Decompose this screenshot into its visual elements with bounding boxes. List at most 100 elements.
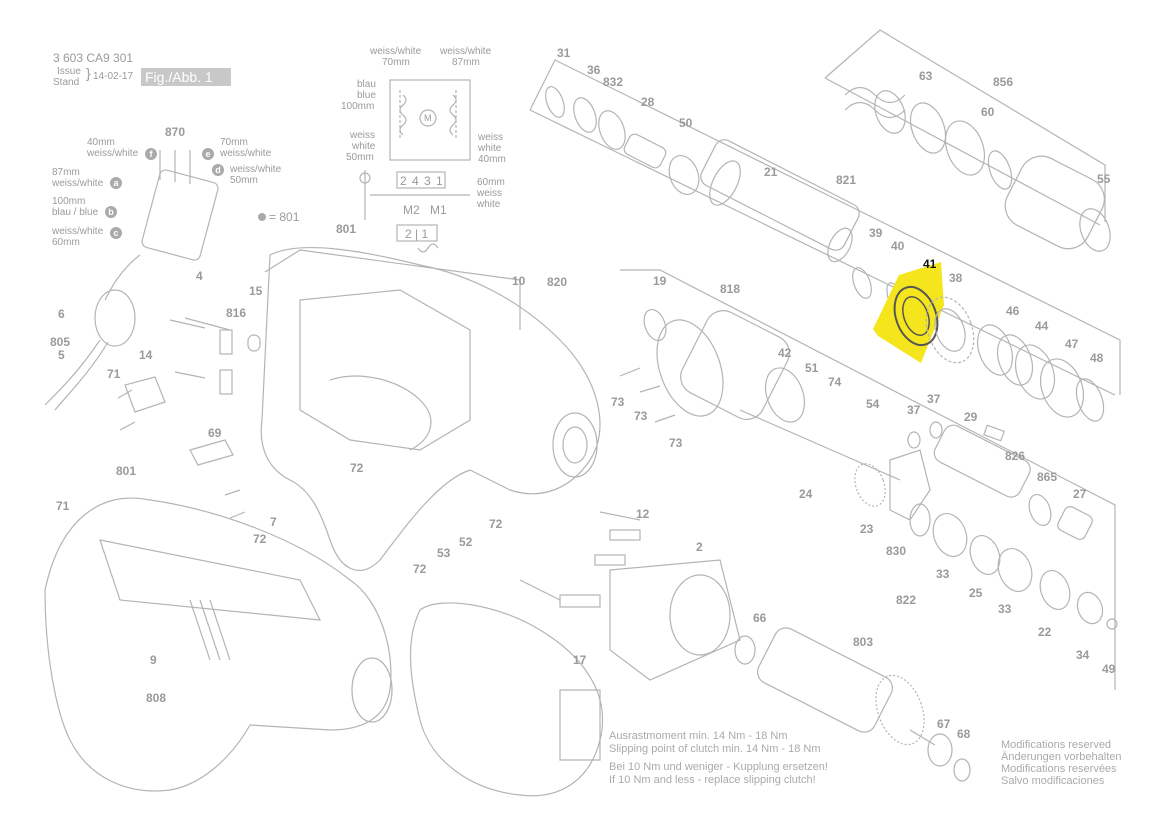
switch-wire-label: 70mm — [220, 137, 248, 148]
switch-wire-label: weiss/white — [220, 148, 272, 159]
wire-label: weiss — [477, 188, 503, 199]
part-number: 73 — [611, 395, 625, 409]
frame-chuck-bottom — [824, 77, 1101, 226]
part-number: 54 — [866, 397, 880, 411]
part-number: 74 — [828, 375, 842, 389]
part-number: 52 — [459, 535, 473, 549]
part-number: 818 — [720, 282, 741, 296]
terminal-numbers: 2 4 3 1 — [400, 174, 444, 188]
part-number: 826 — [1005, 449, 1026, 463]
issue-date: 14-02-17 — [93, 71, 134, 82]
wire-label: 100mm — [341, 101, 375, 112]
modifications-de: Änderungen vorbehalten — [1001, 751, 1122, 763]
circle-e: e — [202, 148, 214, 160]
wire-label: 50mm — [346, 152, 374, 163]
part-number: 39 — [869, 226, 883, 240]
part-number: 71 — [107, 367, 121, 381]
clutch-note-de-2: Bei 10 Nm und weniger - Kupplung ersetze… — [609, 761, 828, 773]
main-housing-801 — [260, 247, 601, 571]
part-number: 73 — [669, 436, 683, 450]
screws — [117, 317, 676, 519]
modifications-es: Salvo modificaciones — [1001, 775, 1105, 787]
part-41-ring — [893, 285, 939, 347]
part-number: 856 — [993, 75, 1014, 89]
lower-shaft-parts — [907, 421, 1118, 630]
circle-d-wrap: d — [210, 163, 226, 176]
brush-holder-parts — [519, 511, 641, 608]
part-number: 17 — [573, 653, 587, 667]
part-number: 33 — [998, 602, 1012, 616]
part-number: 15 — [249, 284, 263, 298]
lower-housing-801 — [44, 497, 393, 792]
part-number: 72 — [350, 461, 364, 475]
wire-label: white — [352, 141, 376, 152]
issue-label: Issue — [57, 66, 81, 77]
part-number: 865 — [1037, 470, 1058, 484]
wire-label: white — [478, 143, 502, 154]
clips — [124, 329, 261, 466]
switch-wire-label: weiss/white — [230, 164, 282, 175]
part-number: 69 — [208, 426, 222, 440]
part-number: 36 — [587, 63, 601, 77]
switch-wire-label: 87mm — [52, 167, 80, 178]
part-number: 67 — [937, 717, 951, 731]
part-number: 42 — [778, 346, 792, 360]
wire-label: weiss — [478, 132, 504, 143]
part-number: 822 — [896, 593, 917, 607]
switch-4 — [141, 150, 219, 261]
switch-wire-label: 60mm — [52, 237, 80, 248]
modifications-fr: Modifications reservées — [1001, 763, 1117, 775]
part-number: 7 — [270, 515, 277, 529]
switch-wire-label: weiss/white — [52, 226, 104, 237]
wire-label: 70mm — [382, 57, 410, 68]
part-number: 9 — [150, 653, 157, 667]
wire-label: blue — [357, 90, 376, 101]
part-number: 66 — [753, 611, 767, 625]
wire-label: weiss/white — [370, 46, 422, 57]
part-number: 37 — [927, 392, 941, 406]
part-number: 808 — [146, 691, 167, 705]
highlight-part-41 — [873, 262, 944, 363]
part-number: 816 — [226, 306, 247, 320]
clutch-note-en-1: Slipping point of clutch min. 14 Nm - 18… — [609, 743, 821, 755]
part-number: 803 — [853, 635, 874, 649]
chuck-parts — [844, 86, 1111, 252]
circle-a: a — [110, 177, 122, 189]
part-number: 25 — [969, 586, 983, 600]
part-number: 40 — [891, 239, 905, 253]
circle-f-wrap: f — [143, 147, 159, 160]
part-number: 14 — [139, 348, 153, 362]
part-number: 44 — [1035, 319, 1049, 333]
part-number: 19 — [653, 274, 667, 288]
part-number: 2 — [696, 540, 703, 554]
circle-c-wrap: c — [108, 226, 124, 239]
stator-2 — [609, 559, 741, 681]
legend-801: = 801 — [258, 211, 299, 223]
circle-a-wrap: a — [108, 176, 124, 189]
part-number: 49 — [1102, 662, 1116, 676]
switch-wire-label: blau / blue — [52, 207, 99, 218]
spring-rings-46-48 — [976, 324, 1105, 422]
part-number: 27 — [1073, 487, 1087, 501]
issue-brace: } — [86, 65, 91, 81]
part-number: 820 — [547, 275, 568, 289]
stand-label: Stand — [53, 77, 80, 88]
part-number: 37 — [907, 403, 921, 417]
part-number: 801 — [336, 222, 357, 236]
part-number: 34 — [1076, 648, 1090, 662]
part-number: 46 — [1006, 304, 1020, 318]
part-number: 4 — [196, 269, 203, 283]
m2-label: M2 — [403, 203, 420, 217]
motor-symbol: M — [424, 113, 432, 123]
part-number: 21 — [764, 165, 778, 179]
part-number: 832 — [603, 75, 624, 89]
part-number: 71 — [56, 499, 70, 513]
wire-label: 87mm — [452, 57, 480, 68]
part-number: 72 — [253, 532, 267, 546]
armature-803 — [734, 627, 971, 782]
part-number: 10 — [512, 274, 526, 288]
part-number: 33 — [936, 567, 950, 581]
part-number: 830 — [886, 544, 907, 558]
